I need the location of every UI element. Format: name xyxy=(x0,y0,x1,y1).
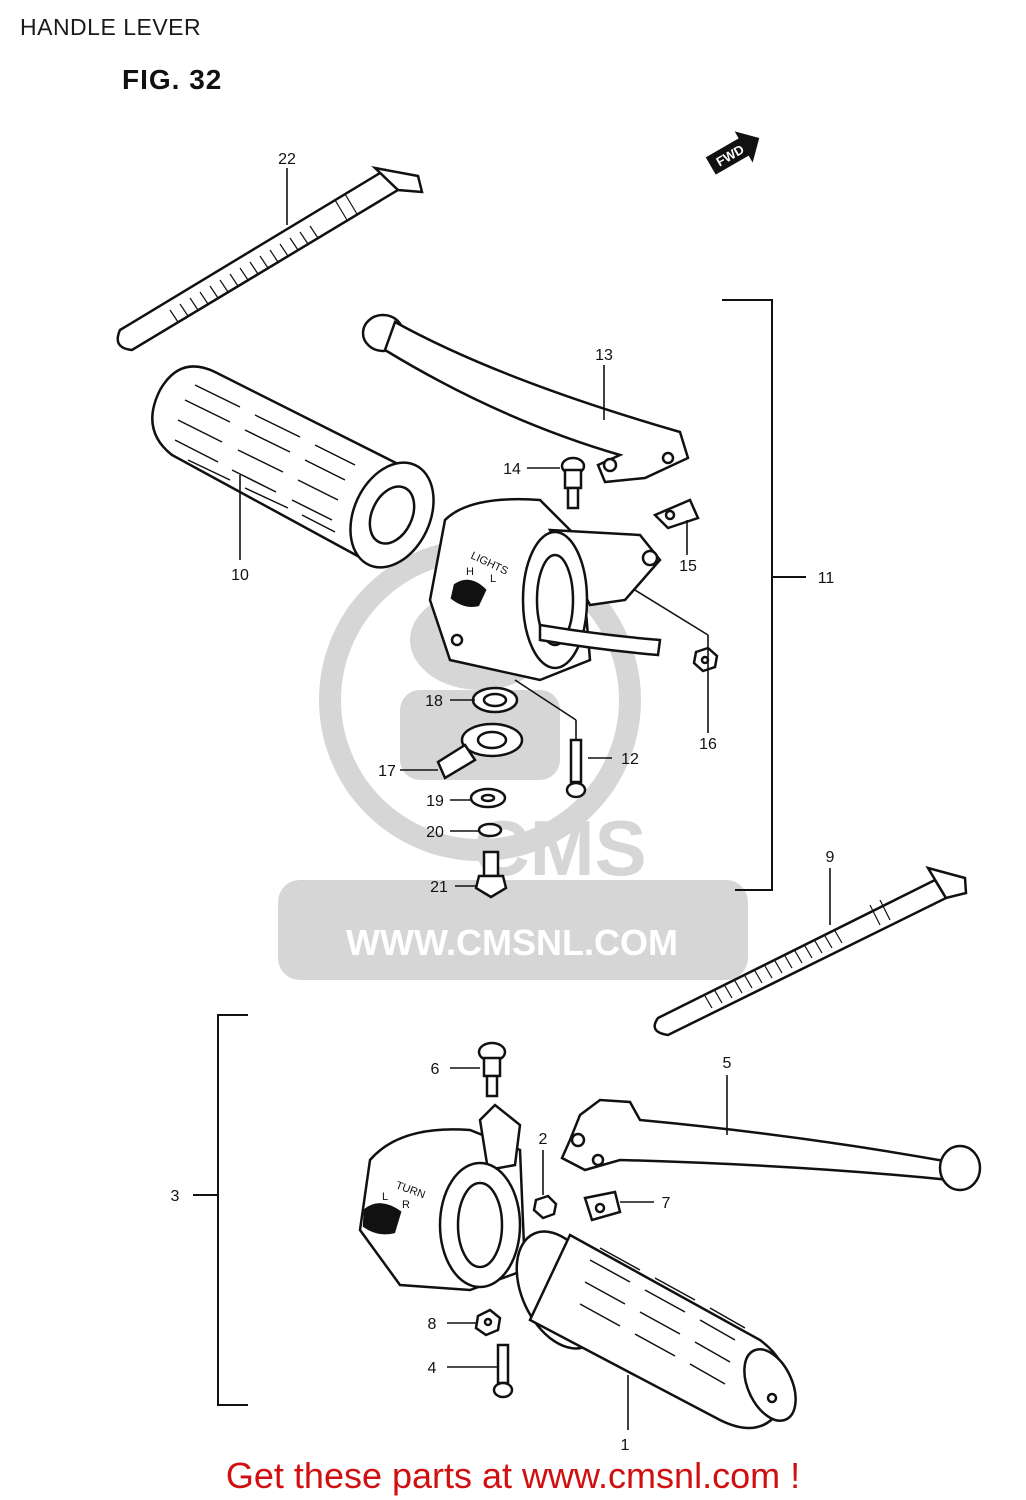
part-4-screw xyxy=(492,1343,514,1399)
callout-15: 15 xyxy=(679,558,697,575)
callout-18: 18 xyxy=(425,693,443,710)
turn-switch-housing: TURN L R xyxy=(358,1103,527,1292)
part-2-nut xyxy=(532,1194,558,1220)
part-16-nut xyxy=(692,646,719,673)
callout-13: 13 xyxy=(595,347,613,364)
callout-14: 14 xyxy=(503,461,521,478)
callout-numbers: 22 10 13 14 15 11 16 18 12 17 19 20 21 9… xyxy=(171,151,835,1454)
callout-10: 10 xyxy=(231,567,249,584)
part-15-clip xyxy=(652,498,700,530)
callout-6: 6 xyxy=(431,1061,440,1078)
turn-r-label: R xyxy=(402,1199,410,1211)
figure-label: FIG. 32 xyxy=(122,64,223,95)
part-7-clip xyxy=(583,1190,622,1222)
part-10-grip xyxy=(151,365,435,569)
part-9-cable-tie xyxy=(653,865,968,1037)
part-19-washer xyxy=(469,787,507,809)
callout-20: 20 xyxy=(426,824,444,841)
callout-7: 7 xyxy=(662,1195,671,1212)
callout-17: 17 xyxy=(378,763,396,780)
callout-1: 1 xyxy=(621,1437,630,1454)
lights-h-label: H xyxy=(466,566,474,578)
part-8-nut xyxy=(474,1308,502,1337)
callout-11: 11 xyxy=(818,570,835,587)
part-17-adjuster xyxy=(436,722,524,780)
lights-l-label: L xyxy=(490,573,496,585)
group-11-bracket xyxy=(722,299,806,891)
callout-8: 8 xyxy=(428,1316,437,1333)
part-20-lockwasher xyxy=(477,822,503,838)
callout-5: 5 xyxy=(723,1055,732,1072)
cms-watermark: CMS WWW.CMSNL.COM xyxy=(278,539,748,980)
page-title: HANDLE LEVER xyxy=(20,14,202,40)
callout-21: 21 xyxy=(430,879,448,896)
turn-l-label: L xyxy=(382,1191,388,1203)
part-21-bolt xyxy=(474,850,508,899)
get-parts-link[interactable]: Get these parts at www.cmsnl.com ! xyxy=(225,1455,801,1496)
watermark-url-text: WWW.CMSNL.COM xyxy=(346,922,678,963)
part-22-cable-tie xyxy=(116,166,424,352)
callout-16: 16 xyxy=(699,736,717,753)
leader-lines xyxy=(239,168,831,1430)
callout-12: 12 xyxy=(621,751,639,768)
callout-9: 9 xyxy=(826,849,835,866)
callout-4: 4 xyxy=(428,1360,437,1377)
callout-22: 22 xyxy=(278,151,296,168)
callout-19: 19 xyxy=(426,793,444,810)
part-12-screw xyxy=(565,738,587,799)
part-6-screw xyxy=(477,1041,507,1098)
part-5-lever xyxy=(560,1098,982,1192)
callout-3: 3 xyxy=(171,1188,180,1205)
part-14-screw xyxy=(560,456,586,510)
callout-2: 2 xyxy=(539,1131,548,1148)
part-13-lever xyxy=(361,313,690,484)
part-1-grip xyxy=(515,1230,797,1430)
group-3-bracket xyxy=(193,1014,248,1406)
part-18-washer xyxy=(471,686,519,714)
lighting-switch-housing: LIGHTS H L xyxy=(428,497,662,682)
fwd-arrow-icon: FWD xyxy=(705,131,760,175)
